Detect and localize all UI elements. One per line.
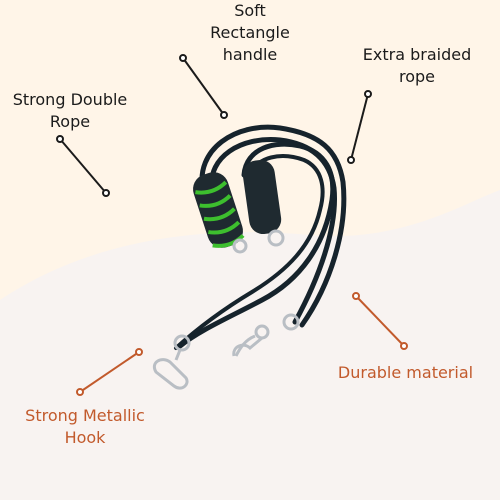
right-foam-handle	[242, 159, 282, 235]
callout-braided-rope: Extra braided rope	[362, 45, 472, 86]
callout-metallic-hook: Strong Metallic Hook	[25, 406, 145, 447]
callout-double-rope: Strong Double Rope	[12, 90, 128, 131]
resistance-rope	[174, 124, 347, 350]
callout-dots	[56, 54, 408, 396]
callout-durable-material: Durable material	[337, 363, 474, 382]
handle-rings	[232, 229, 285, 254]
callout-soft-handle: Soft Rectangle handle	[210, 1, 290, 64]
callout-lines	[59, 57, 405, 393]
background-bottom-wave	[0, 190, 500, 500]
left-foam-handle	[193, 172, 245, 248]
metal-hook-right	[232, 313, 300, 357]
metal-hook-left	[153, 334, 191, 390]
